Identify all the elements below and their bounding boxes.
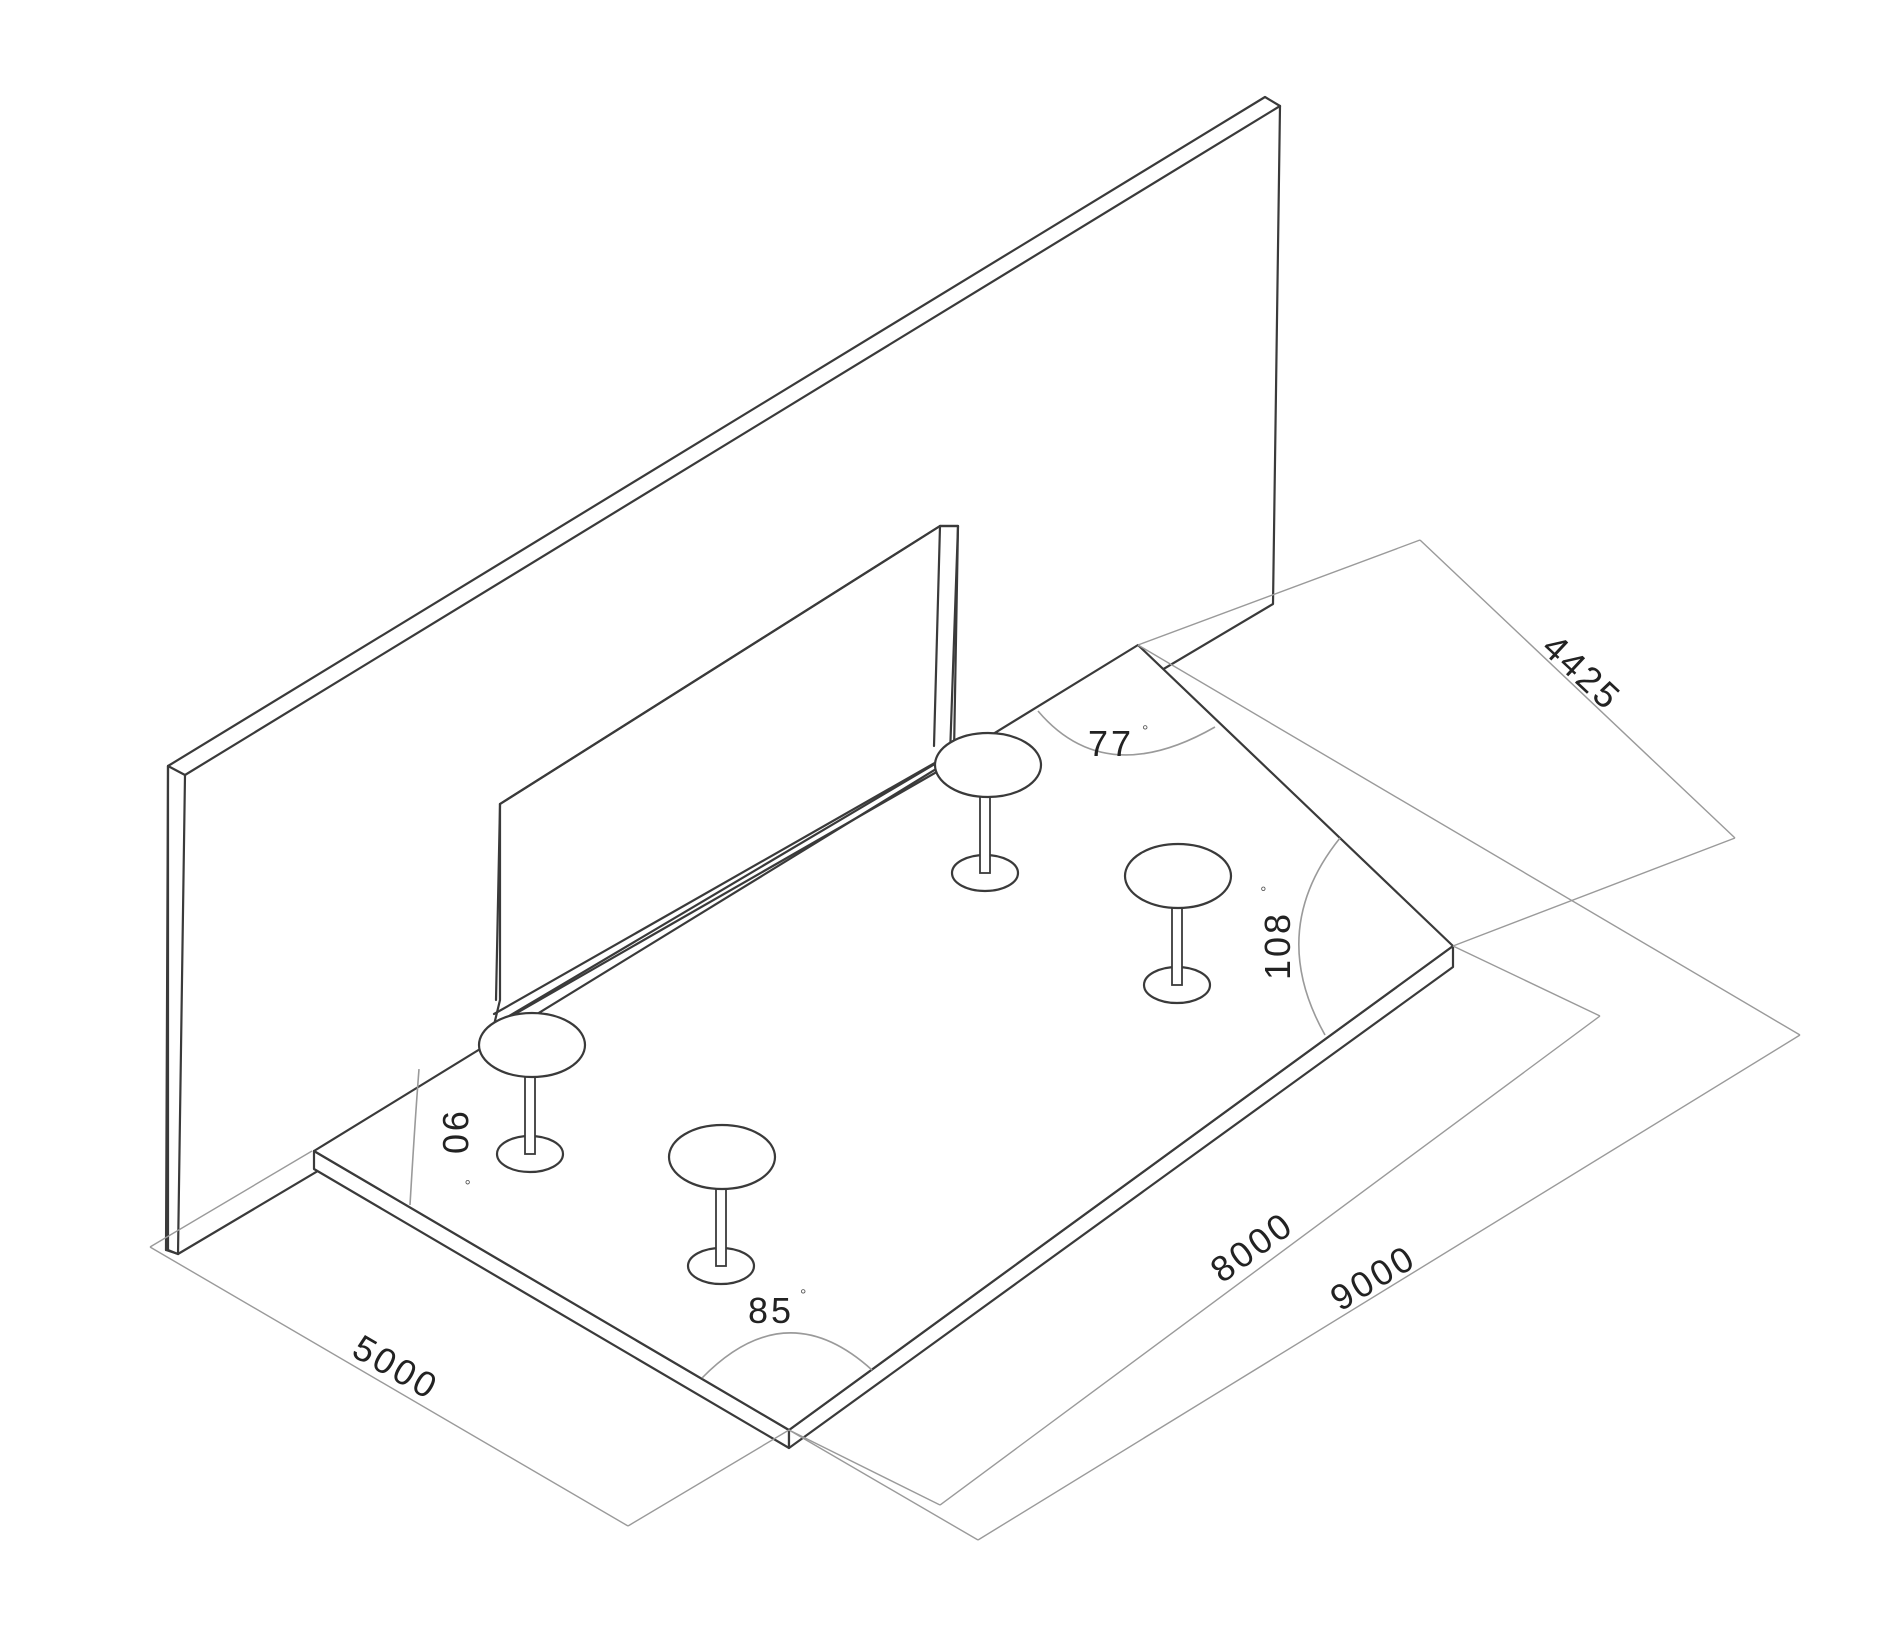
angle-arc-90 [409,1068,420,1206]
angle-value-77: 77 [1088,723,1134,764]
angle-label-90: 90 ° [435,1111,476,1185]
dimension-label-5000: 5000 [346,1326,446,1408]
degree-symbol: ° [455,1179,472,1185]
low-partition-wall [492,524,960,1028]
angle-arc-77 [1037,710,1216,756]
angle-arcs [409,710,1341,1379]
angle-value-85: 85 [748,1290,794,1331]
angle-label-85: 85 ° [748,1287,806,1331]
angle-label-77: 77 ° [1088,723,1148,764]
dimension-label-4425: 4425 [1535,626,1630,719]
angle-label-108: 108 ° [1257,886,1298,980]
stool-4 [1123,842,1233,1005]
degree-symbol: ° [800,1287,806,1304]
dimension-lines [149,539,1801,1541]
stool-2 [667,1123,777,1286]
angle-arc-85 [701,1332,873,1379]
stool-1 [477,1011,587,1174]
angle-arc-108 [1298,837,1341,1036]
angle-value-108: 108 [1257,911,1298,980]
stool-3 [933,731,1043,893]
angle-value-90: 90 [435,1111,476,1157]
degree-symbol: ° [1142,723,1148,740]
degree-symbol: ° [1259,886,1276,892]
dimension-label-9000: 9000 [1323,1236,1423,1319]
dimension-label-8000: 8000 [1203,1203,1302,1290]
